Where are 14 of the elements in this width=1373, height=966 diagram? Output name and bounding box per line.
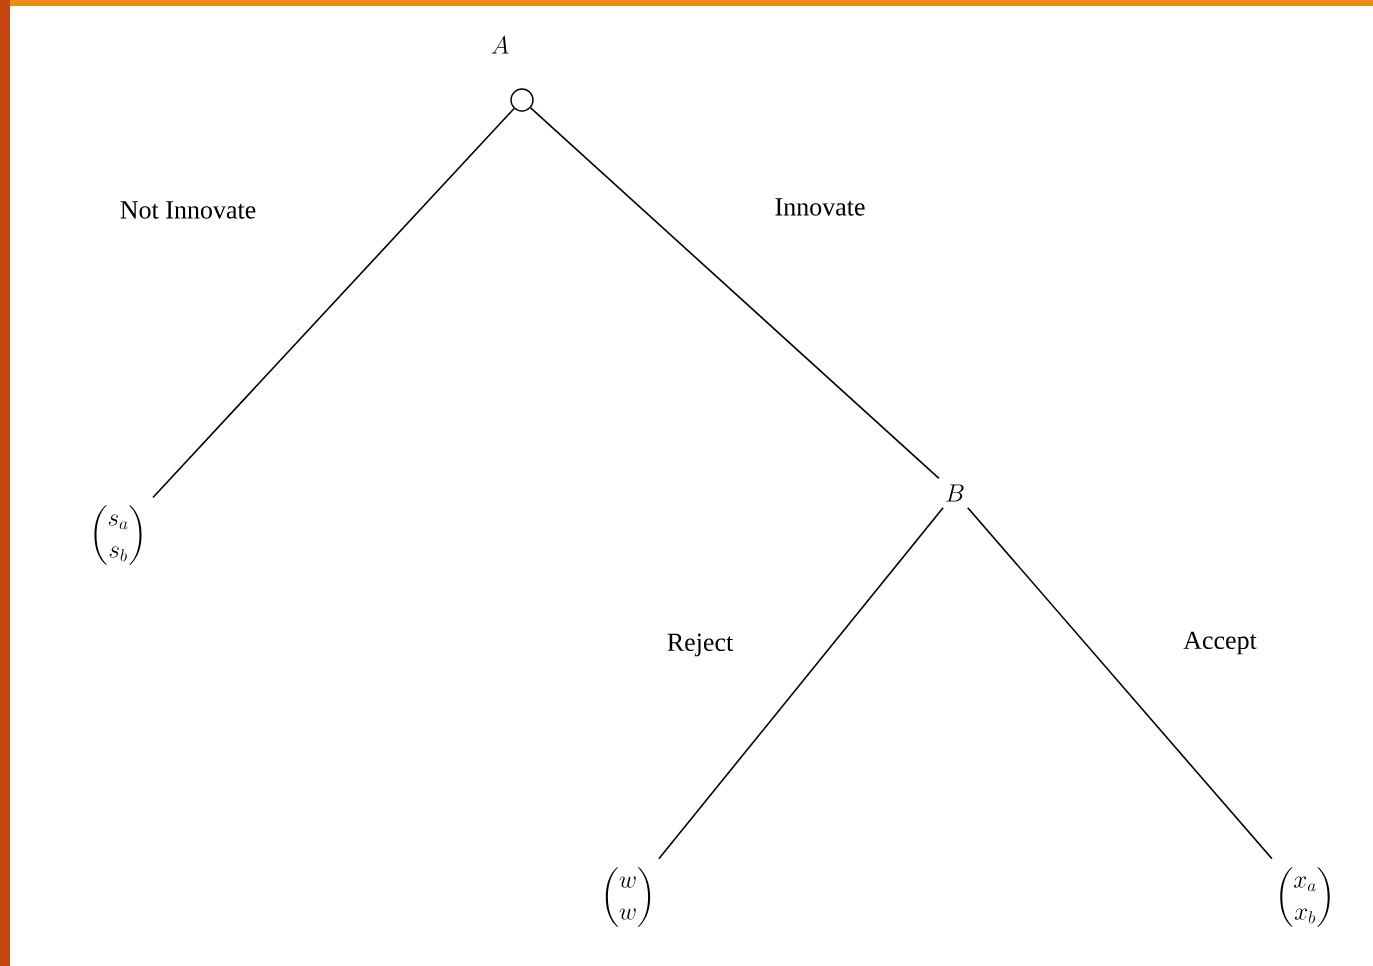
payoff-vector: $\begin{pmatrix} x_a \\ x_b \end{pmatrix}$ — [1280, 867, 1330, 927]
decision-label: $B$ — [946, 484, 964, 502]
edge-label: Accept — [1181, 629, 1259, 657]
payoff-vector: $\begin{pmatrix} s_a \\ s_b \end{pmatrix}$ — [94, 505, 142, 565]
node-label: $A$ — [491, 35, 509, 54]
edge-label: Innovate — [772, 196, 868, 218]
edge-label: Reject — [664, 631, 736, 659]
edge-label: Not Innovate — [117, 199, 259, 221]
payoff-vector: $\begin{pmatrix} w \\ w \end{pmatrix}$ — [605, 867, 651, 927]
decision-node: $A$ — [491, 35, 534, 112]
branch-line — [658, 506, 944, 860]
branch-line — [966, 506, 1273, 860]
branch-line — [152, 107, 515, 499]
branch-line — [529, 107, 940, 480]
